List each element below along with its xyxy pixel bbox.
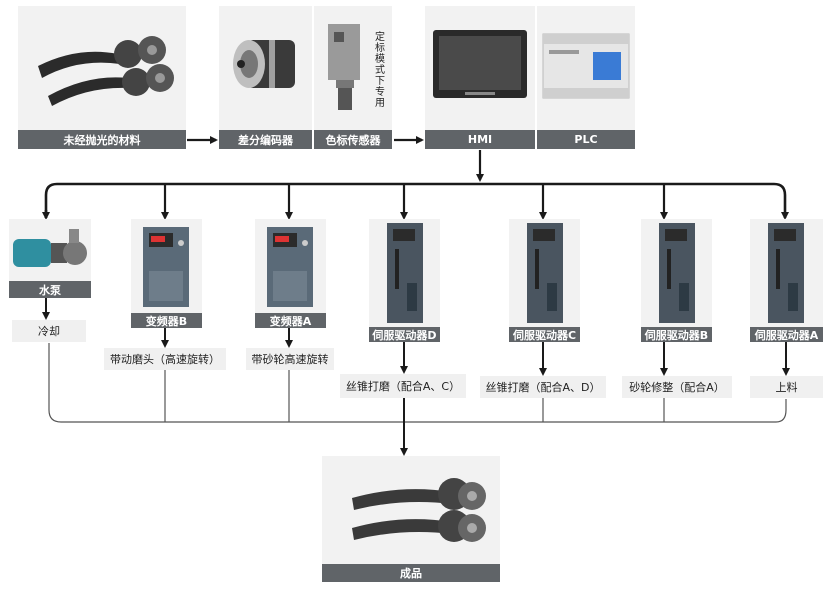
inverter-b-label: 变频器B: [131, 313, 202, 328]
finished-product-label: 成品: [322, 564, 500, 582]
servo-a-image: [750, 219, 823, 327]
servo-c-image: [509, 219, 580, 327]
finished-product-image: [322, 456, 500, 564]
inverter-a-label: 变频器A: [255, 313, 326, 328]
inverter-b-image: [131, 219, 202, 313]
pump-image: [9, 219, 91, 281]
inverter-a-image: [255, 219, 326, 313]
raw-material-label: 未经抛光的材料: [18, 130, 186, 149]
pump-label: 水泵: [9, 281, 91, 298]
servo-b-function: 砂轮修整（配合A）: [622, 376, 732, 398]
inverter-a-function: 带砂轮高速旋转: [246, 348, 334, 370]
servo-c-label: 伺服驱动器C: [509, 327, 580, 342]
encoder-image: [219, 6, 312, 130]
color-sensor-image: 定标模式下专用: [314, 6, 392, 130]
plc-label: PLC: [537, 130, 635, 149]
color-sensor-label: 色标传感器: [314, 130, 392, 149]
servo-d-image: [369, 219, 440, 327]
servo-a-function: 上料: [750, 376, 823, 398]
encoder-label: 差分编码器: [219, 130, 312, 149]
servo-a-label: 伺服驱动器A: [750, 327, 823, 342]
hmi-image: [425, 6, 535, 130]
distribution-bus: [44, 182, 789, 220]
servo-d-label: 伺服驱动器D: [369, 327, 440, 342]
servo-b-label: 伺服驱动器B: [641, 327, 712, 342]
collection-bus: [48, 343, 787, 423]
servo-c-function: 丝锥打磨（配合A、D）: [480, 376, 606, 398]
inverter-b-function: 带动磨头（高速旋转）: [104, 348, 226, 370]
servo-d-function: 丝锥打磨（配合A、C）: [340, 374, 466, 398]
hmi-label: HMI: [425, 130, 535, 149]
servo-b-image: [641, 219, 712, 327]
pump-function: 冷却: [12, 320, 86, 342]
color-sensor-note: 定标模式下专用: [375, 32, 385, 109]
plc-image: [537, 6, 635, 130]
raw-material-image: [18, 6, 186, 130]
